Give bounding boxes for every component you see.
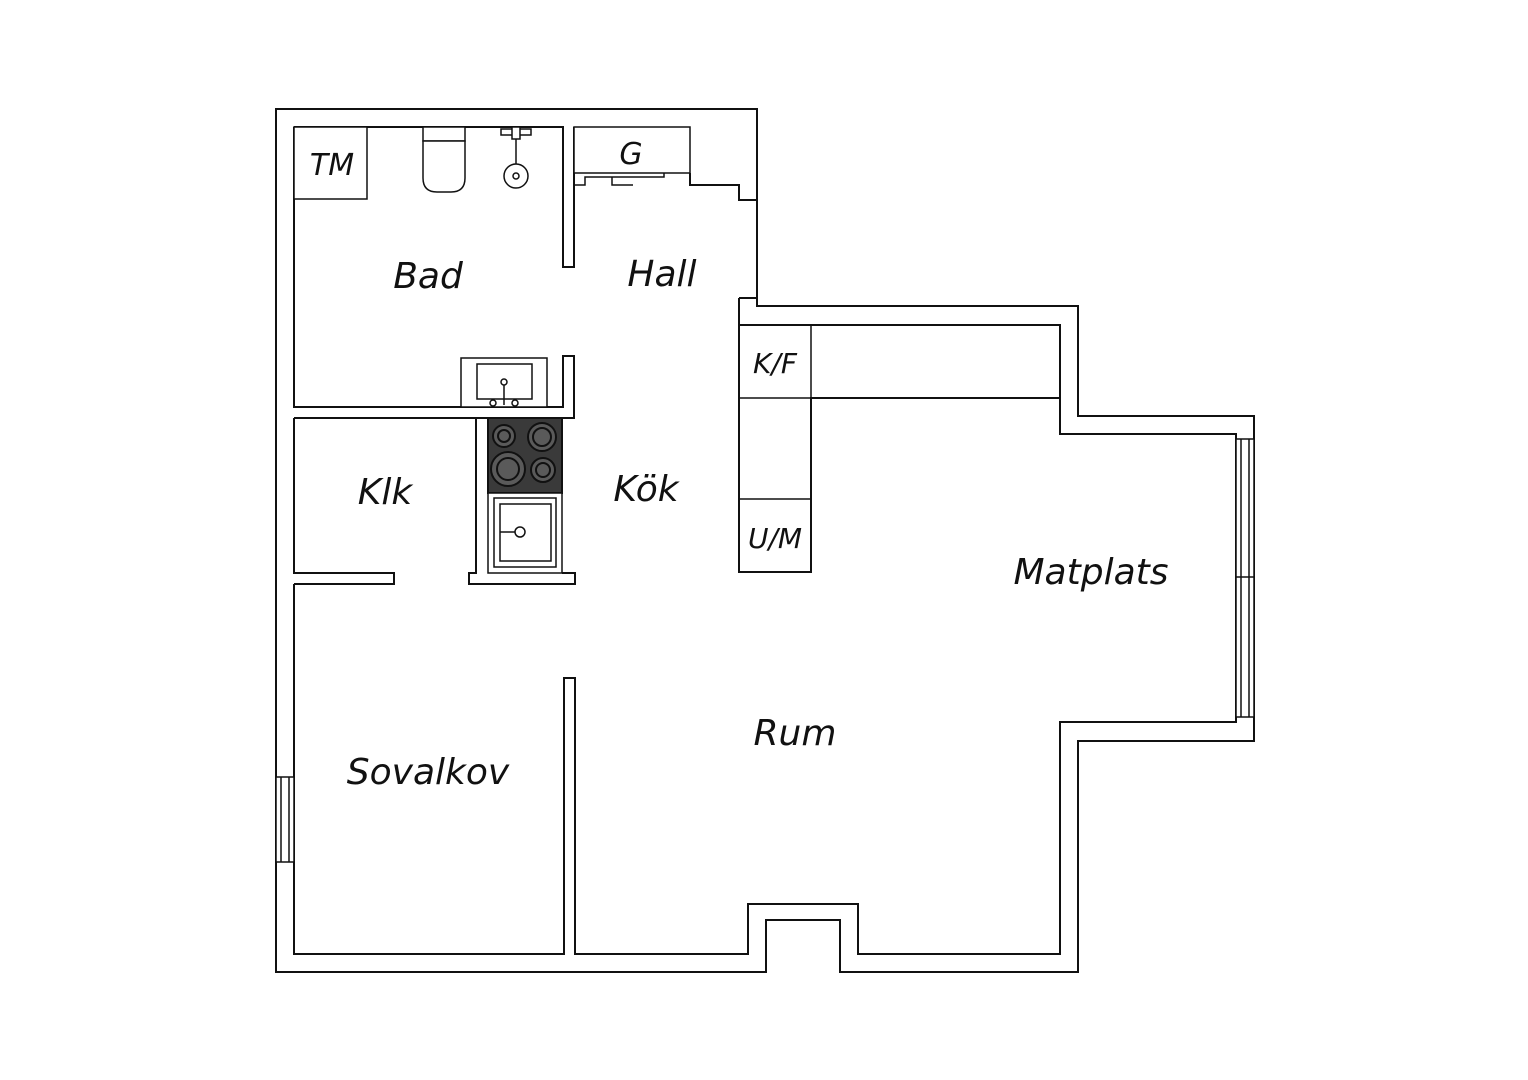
room-label-hall: Hall	[627, 254, 696, 295]
window-icon	[1235, 438, 1255, 718]
room-label-matplats: Matplats	[1013, 552, 1168, 593]
kitchen-sink-icon	[487, 492, 563, 574]
g-cabinet: G	[573, 126, 691, 174]
hall-entry	[573, 173, 757, 201]
closet-walls	[293, 418, 576, 585]
room-label-sovalkov: Sovalkov	[347, 752, 510, 793]
shower-icon	[500, 126, 532, 189]
um-label: U/M	[748, 522, 802, 555]
room-label-rum: Rum	[754, 713, 837, 754]
kf-label: K/F	[753, 347, 798, 380]
g-label: G	[619, 137, 642, 172]
room-label-klk: Klk	[358, 472, 415, 513]
washbasin-icon	[460, 357, 548, 408]
kitchen-counter: K/F U/M	[293, 297, 1237, 955]
window-icon-bedroom	[275, 776, 295, 863]
tm-box: TM	[293, 126, 368, 200]
toilet-icon	[422, 126, 466, 193]
room-label-bad: Bad	[393, 256, 464, 297]
room-labels: Bad Hall Klk Kök Matplats Rum Sovalkov	[347, 254, 1169, 793]
tm-label: TM	[310, 148, 354, 183]
stove-icon	[487, 417, 563, 494]
room-label-kok: Kök	[613, 469, 680, 510]
